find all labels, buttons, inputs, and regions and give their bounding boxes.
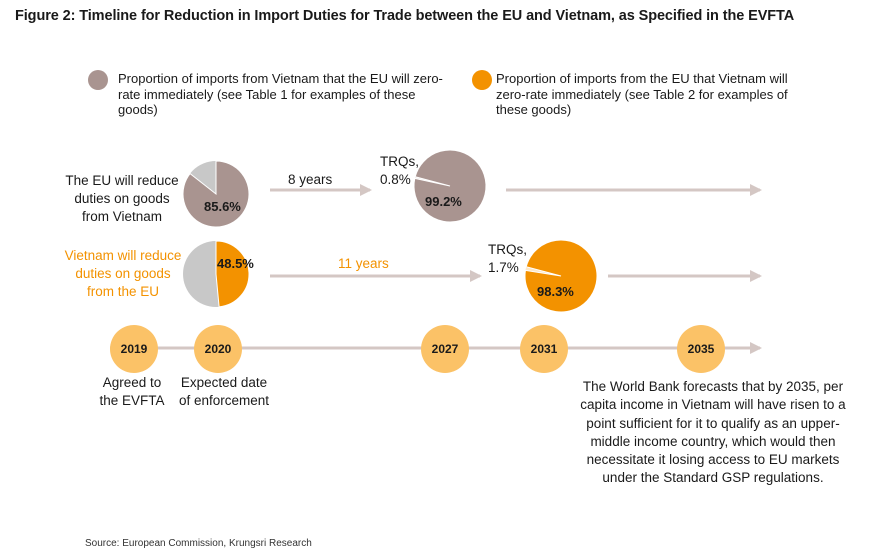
vn-end-pie	[524, 239, 598, 313]
vn-start-pie-slice	[215, 240, 250, 308]
eu-period-label: 8 years	[288, 172, 333, 187]
figure-title: Figure 2: Timeline for Reduction in Impo…	[15, 8, 795, 24]
vn-row-label: Vietnam will reduce duties on goods from…	[64, 248, 182, 299]
vn-start-percentage: 48.5%	[217, 256, 254, 271]
vn-start-pie	[183, 240, 250, 308]
legend-eu-label: Proportion of imports from Vietnam that …	[118, 71, 443, 117]
eu-end-percentage: 99.2%	[425, 194, 462, 209]
year-2020: 2020	[194, 325, 242, 373]
year-2035: 2035	[677, 325, 725, 373]
eu-trq-label: TRQs, 0.8%	[380, 154, 419, 187]
eu-row-label: The EU will reduce duties on goods from …	[65, 173, 179, 224]
legend-vn-swatch	[472, 70, 492, 90]
year-2019: 2019	[110, 325, 158, 373]
vn-end-pie-slice	[524, 239, 598, 313]
note-2019: Agreed to the EVFTA	[99, 375, 165, 408]
source-note: Source: European Commission, Krungsri Re…	[85, 538, 312, 549]
legend-vn-label: Proportion of imports from the EU that V…	[496, 71, 788, 117]
vn-trq-label: TRQs, 1.7%	[488, 242, 527, 275]
eu-end-pie-slice	[413, 149, 487, 223]
eu-end-pie	[413, 149, 487, 223]
vn-end-percentage: 98.3%	[537, 284, 574, 299]
year-2027: 2027	[421, 325, 469, 373]
eu-start-pie	[182, 160, 250, 228]
eu-start-pie-slice	[182, 160, 250, 228]
year-2031: 2031	[520, 325, 568, 373]
eu-start-percentage: 85.6%	[204, 199, 241, 214]
note-2035-world-bank: The World Bank forecasts that by 2035, p…	[580, 379, 846, 486]
legend-eu-swatch	[88, 70, 108, 90]
note-2020: Expected date of enforcement	[178, 375, 270, 408]
vn-period-label: 11 years	[338, 256, 389, 271]
